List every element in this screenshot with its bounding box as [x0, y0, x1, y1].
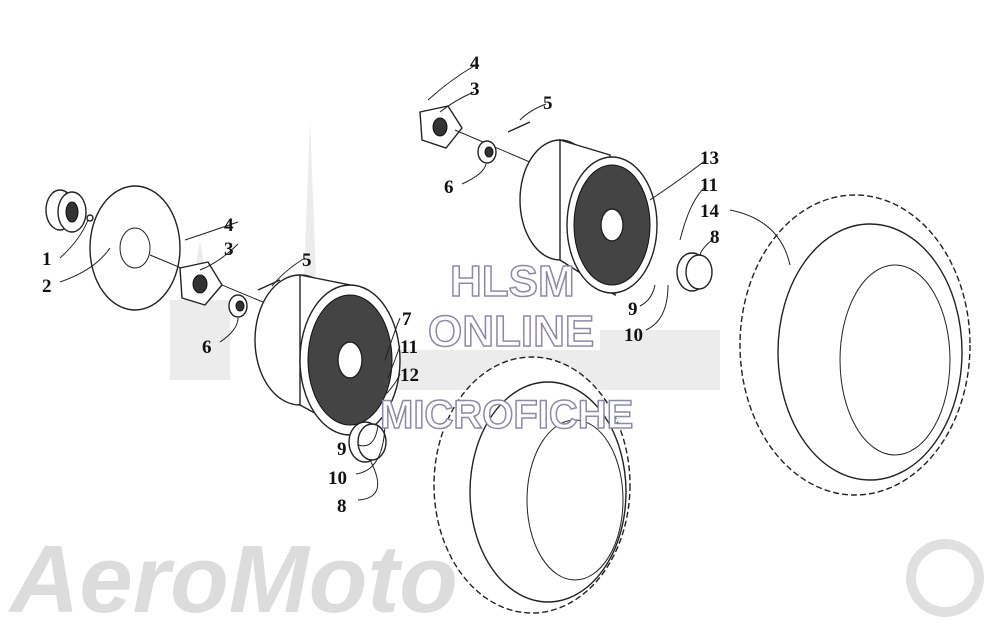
hub-upper [419, 105, 463, 149]
wheel-rim-lower [254, 274, 401, 437]
callout-9: 9 [337, 439, 347, 460]
watermark-hlsm: HLSM [450, 257, 575, 306]
callout-11: 11 [700, 175, 718, 196]
hub-cap-upper [676, 252, 713, 292]
callout-11: 11 [400, 337, 418, 358]
callout-13: 13 [700, 148, 719, 169]
nut-lower [228, 294, 248, 318]
hub-lower [179, 261, 223, 306]
watermark-online: ONLINE [428, 307, 594, 356]
callouts-lower: 1 2 3 4 5 6 7 11 12 9 10 8 [42, 215, 419, 517]
tire-lower [433, 356, 631, 614]
logo-wheel-icon [906, 539, 984, 617]
callout-2: 2 [42, 276, 52, 297]
callout-8: 8 [710, 227, 720, 248]
callout-3: 3 [224, 239, 234, 260]
cotter-pin [507, 121, 531, 133]
callout-12: 12 [400, 365, 419, 386]
brake-disc [89, 185, 181, 311]
callout-10: 10 [328, 468, 347, 489]
callout-9: 9 [628, 299, 638, 320]
callout-7: 7 [402, 309, 412, 330]
watermark-microfiche: MICROFICHE [380, 393, 633, 437]
callout-6: 6 [202, 337, 212, 358]
wheel-rim-upper [519, 139, 658, 297]
tire-upper [739, 194, 971, 496]
bolt [86, 214, 94, 222]
callout-4: 4 [224, 215, 234, 236]
callout-3: 3 [470, 79, 480, 100]
callout-10: 10 [624, 325, 643, 346]
nut-upper [477, 140, 497, 164]
callouts-upper: 4 3 5 6 13 11 14 8 9 10 [444, 53, 720, 346]
callout-5: 5 [543, 93, 553, 114]
callout-6: 6 [444, 177, 454, 198]
callout-1: 1 [42, 249, 52, 270]
callout-8: 8 [337, 496, 347, 517]
callout-4: 4 [470, 53, 480, 74]
callout-5: 5 [302, 250, 312, 271]
logo-watermark: AeroMoto [8, 526, 458, 625]
bearing [45, 189, 87, 233]
leader-lines [59, 65, 791, 501]
hub-cap-lower [348, 421, 387, 463]
callout-14: 14 [700, 201, 720, 222]
